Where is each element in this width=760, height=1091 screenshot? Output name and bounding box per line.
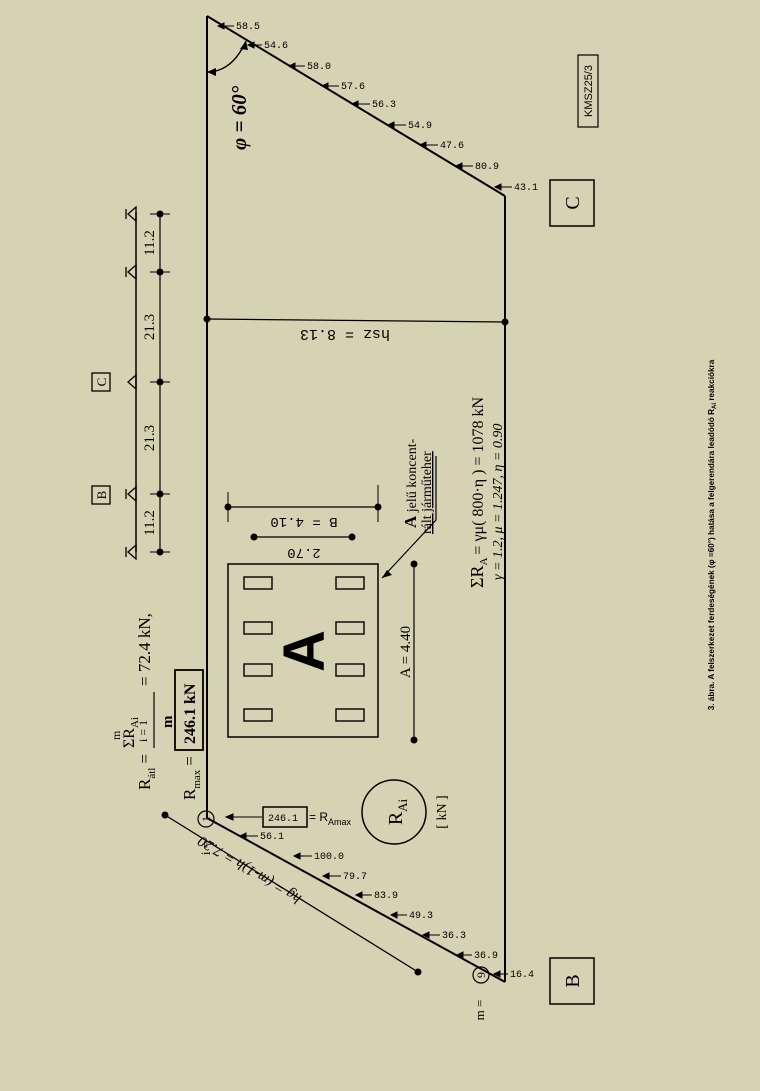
support-box-b-label: B — [562, 974, 584, 987]
bottom-val-9: 16.4 — [510, 970, 534, 981]
deck-bottom-skew-edge — [206, 817, 506, 983]
top-val-9: 43.1 — [514, 183, 538, 194]
index-last: 9 m = — [472, 966, 490, 1021]
rmax-prefix: Rmax= — [180, 756, 203, 800]
bottom-val-4: 79.7 — [343, 872, 367, 883]
vehicle-outline — [227, 563, 379, 738]
vehicle-desc-text-2: rált járműteher — [420, 451, 435, 534]
dim-a: A = 4.40 — [398, 560, 418, 744]
bottom-edge-labels: 246.1 = RAmax 56.1 100.0 79.7 83.9 49.3 … — [260, 806, 534, 981]
top-edge-labels: 58.5 54.6 58.0 57.6 56.3 54.9 47.6 80.9 … — [236, 22, 538, 194]
span-support-c: C — [91, 372, 111, 392]
bottom-val-2: 56.1 — [260, 832, 284, 843]
span-2: 21.3 — [142, 425, 158, 451]
angle-marker: φ = 60° — [206, 40, 251, 150]
top-val-1: 58.5 — [236, 22, 260, 33]
top-val-2: 54.6 — [264, 41, 288, 52]
span-support-b: B — [91, 485, 111, 505]
span-support-b-label: B — [94, 490, 109, 499]
bottom-val-6: 49.3 — [409, 911, 433, 922]
top-val-4: 57.6 — [341, 82, 365, 93]
dim-a-label: A = 4.40 — [398, 626, 414, 678]
bottom-val-3: 100.0 — [314, 852, 344, 863]
index-last-num: 9 — [474, 972, 488, 978]
vehicle-wheels — [243, 576, 365, 722]
vehicle-block: A — [227, 563, 379, 738]
sum-ra-line1: ΣRA= γμ( 800·η ) = 1078 kN — [467, 397, 490, 588]
sum-ra-formula: ΣRA= γμ( 800·η ) = 1078 kN γ = 1.2, μ = … — [467, 397, 506, 588]
rai-circle-label: RAi — [385, 798, 410, 825]
code-box: KMSZ25/3 — [577, 54, 599, 128]
ratl-result: = 72.4 kN, — [135, 613, 154, 686]
bottom-edge-values — [224, 813, 508, 978]
r-amax-label: = RAmax — [309, 810, 352, 827]
ratl-denominator: m — [160, 715, 176, 728]
angle-label: φ = 60° — [227, 85, 251, 150]
top-val-3: 58.0 — [307, 62, 331, 73]
support-box-b: B — [549, 957, 595, 1005]
span-4: 11.2 — [142, 230, 158, 256]
ratl-sum-bottom: i = 1 — [136, 720, 150, 742]
rmax-box — [174, 669, 204, 751]
unit-label: [ kN ] — [435, 795, 450, 828]
rmax-value: 246.1 kN — [182, 683, 199, 744]
caption-text: 3. ábra. A felszerkezet ferdeségének (φ … — [707, 359, 718, 710]
bottom-val-1: 246.1 — [268, 814, 298, 825]
bottom-val-7: 36.3 — [442, 931, 466, 942]
span-ticks — [150, 210, 170, 556]
dim-270: 2.70 — [250, 533, 356, 560]
vehicle-desc-text: A jelű koncent- — [401, 438, 420, 528]
r-amax-box — [262, 806, 308, 828]
rmax-formula: Rmax= 246.1 kN — [174, 669, 204, 800]
support-symbols — [125, 205, 137, 561]
bottom-val-8: 36.9 — [474, 951, 498, 962]
ratl-sum: ΣRAi — [121, 717, 141, 748]
caption: 3. ábra. A felszerkezet ferdeségének (φ … — [707, 359, 718, 710]
hsz-label: hsz = 8.13 — [300, 325, 390, 342]
ratl-sum-top: m — [109, 730, 123, 740]
top-edge-values — [216, 22, 512, 191]
top-val-5: 56.3 — [372, 100, 396, 111]
support-box-c: C — [549, 179, 595, 227]
index-first-prefix: i = — [198, 841, 213, 855]
dim-270-label: 2.70 — [287, 544, 321, 560]
dim-b: B = 4.10 — [224, 485, 382, 529]
top-val-6: 54.9 — [408, 121, 432, 132]
top-val-7: 47.6 — [440, 141, 464, 152]
dim-b-label: B = 4.10 — [270, 513, 337, 529]
span-support-c-label: C — [94, 378, 109, 387]
index-first: 1 i = — [197, 810, 215, 855]
support-box-c-label: C — [562, 196, 584, 209]
span-3: 21.3 — [142, 314, 158, 340]
span-dimension: 11.2 21.3 21.3 11.2 — [125, 205, 170, 561]
sum-ra-line2: γ = 1.2, μ = 1.247, η = 0.90 — [491, 424, 506, 580]
hsz-dimension: hsz = 8.13 — [203, 315, 509, 342]
span-1: 11.2 — [142, 510, 158, 536]
top-val-8: 80.9 — [475, 162, 499, 173]
index-last-prefix: m = — [472, 1000, 487, 1021]
index-first-num: 1 — [199, 816, 213, 822]
deck-outline — [206, 15, 506, 983]
bottom-val-5: 83.9 — [374, 891, 398, 902]
vehicle-description: A jelű koncent- rált járműteher — [381, 438, 437, 579]
rai-circle: RAi [ kN ] — [361, 779, 450, 845]
vehicle-letter: A — [272, 630, 337, 672]
code-box-label: KMSZ25/3 — [583, 65, 595, 117]
ratl-prefix: Rátl= — [135, 754, 158, 790]
ratl-formula: Rátl= m ΣRAi i = 1 m = 72.4 kN, — [109, 613, 176, 790]
